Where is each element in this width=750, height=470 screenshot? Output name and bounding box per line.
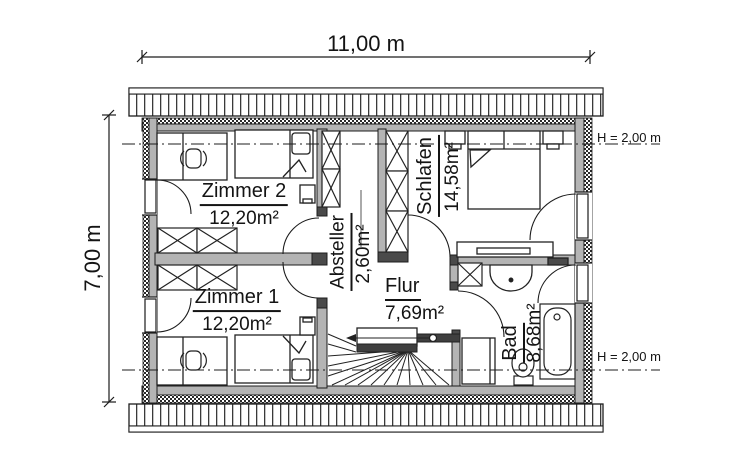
window-door-zimmer2	[142, 178, 192, 216]
door-arc-schlafen	[407, 214, 451, 258]
wardrobe-symbol	[385, 130, 409, 253]
room-label-zimmer2: Zimmer 2 12,20m²	[199, 180, 289, 230]
knee-wall-label-top: H = 2,00 m	[597, 130, 661, 145]
nightstand-symbol	[542, 130, 564, 145]
wardrobe-symbol	[157, 227, 238, 254]
staircase	[327, 327, 461, 386]
window-door-zimmer1	[142, 296, 192, 334]
width-dimension-line	[136, 50, 596, 64]
interior-doors	[282, 214, 505, 338]
width-dimension-label: 11,00 m	[327, 31, 405, 56]
room-label-flur: Flur 7,69m²	[385, 275, 444, 325]
room-name-absteller: Absteller	[327, 213, 353, 291]
room-name: Zimmer 2	[199, 180, 289, 207]
window-door-bad	[537, 262, 592, 304]
roof-overhang-bottom	[128, 403, 604, 433]
room-area-absteller: 2,60m²	[353, 224, 374, 284]
blanket-fold	[282, 158, 307, 178]
walking-line-arrow	[346, 334, 356, 342]
blanket-fold	[282, 335, 307, 355]
stair-landing	[356, 327, 418, 347]
bath-cabinet-symbol	[457, 262, 483, 287]
chair-symbol	[180, 148, 207, 169]
window-openings	[142, 178, 592, 334]
stair-railing	[356, 343, 418, 353]
height-dimension-line	[102, 109, 116, 408]
room-area-schlafen: 14,58m²	[442, 142, 463, 212]
height-dimension-label: 7,00 m	[80, 224, 105, 292]
wardrobe-symbol	[157, 264, 238, 291]
walking-line-start	[428, 333, 438, 343]
bad-fixtures	[457, 257, 576, 386]
door-arc-bad	[457, 290, 505, 338]
door-arc-zimmer2	[282, 217, 320, 255]
absteller-shelf-symbol	[321, 130, 341, 208]
room-name-schlafen: Schlafen	[414, 135, 440, 217]
room-label-zimmer1: Zimmer 1 12,20m²	[192, 286, 282, 336]
window-door-schlafen	[529, 191, 592, 241]
room-area-bad: 8,68m²	[524, 303, 545, 363]
door-arc-zimmer1	[282, 261, 320, 299]
dimension-lines	[102, 50, 596, 408]
room-name: Flur	[385, 275, 422, 301]
zimmer2-furniture	[156, 129, 316, 254]
room-area: 12,20m²	[209, 208, 279, 230]
room-name: Zimmer 1	[192, 286, 282, 313]
room-area: 7,69m²	[385, 303, 445, 324]
bathtub-symbol	[539, 303, 576, 380]
exterior-walls	[141, 117, 593, 404]
room-area: 12,20m²	[202, 314, 272, 336]
radiator-symbol	[547, 257, 569, 266]
knee-wall-label-bottom: H = 2,00 m	[597, 349, 661, 364]
roof-overhang-top	[128, 87, 604, 117]
schlafen-furniture	[385, 130, 564, 258]
zimmer1-furniture	[156, 264, 316, 386]
blanket-fold	[469, 149, 492, 169]
knee-wall-lines	[122, 143, 660, 371]
